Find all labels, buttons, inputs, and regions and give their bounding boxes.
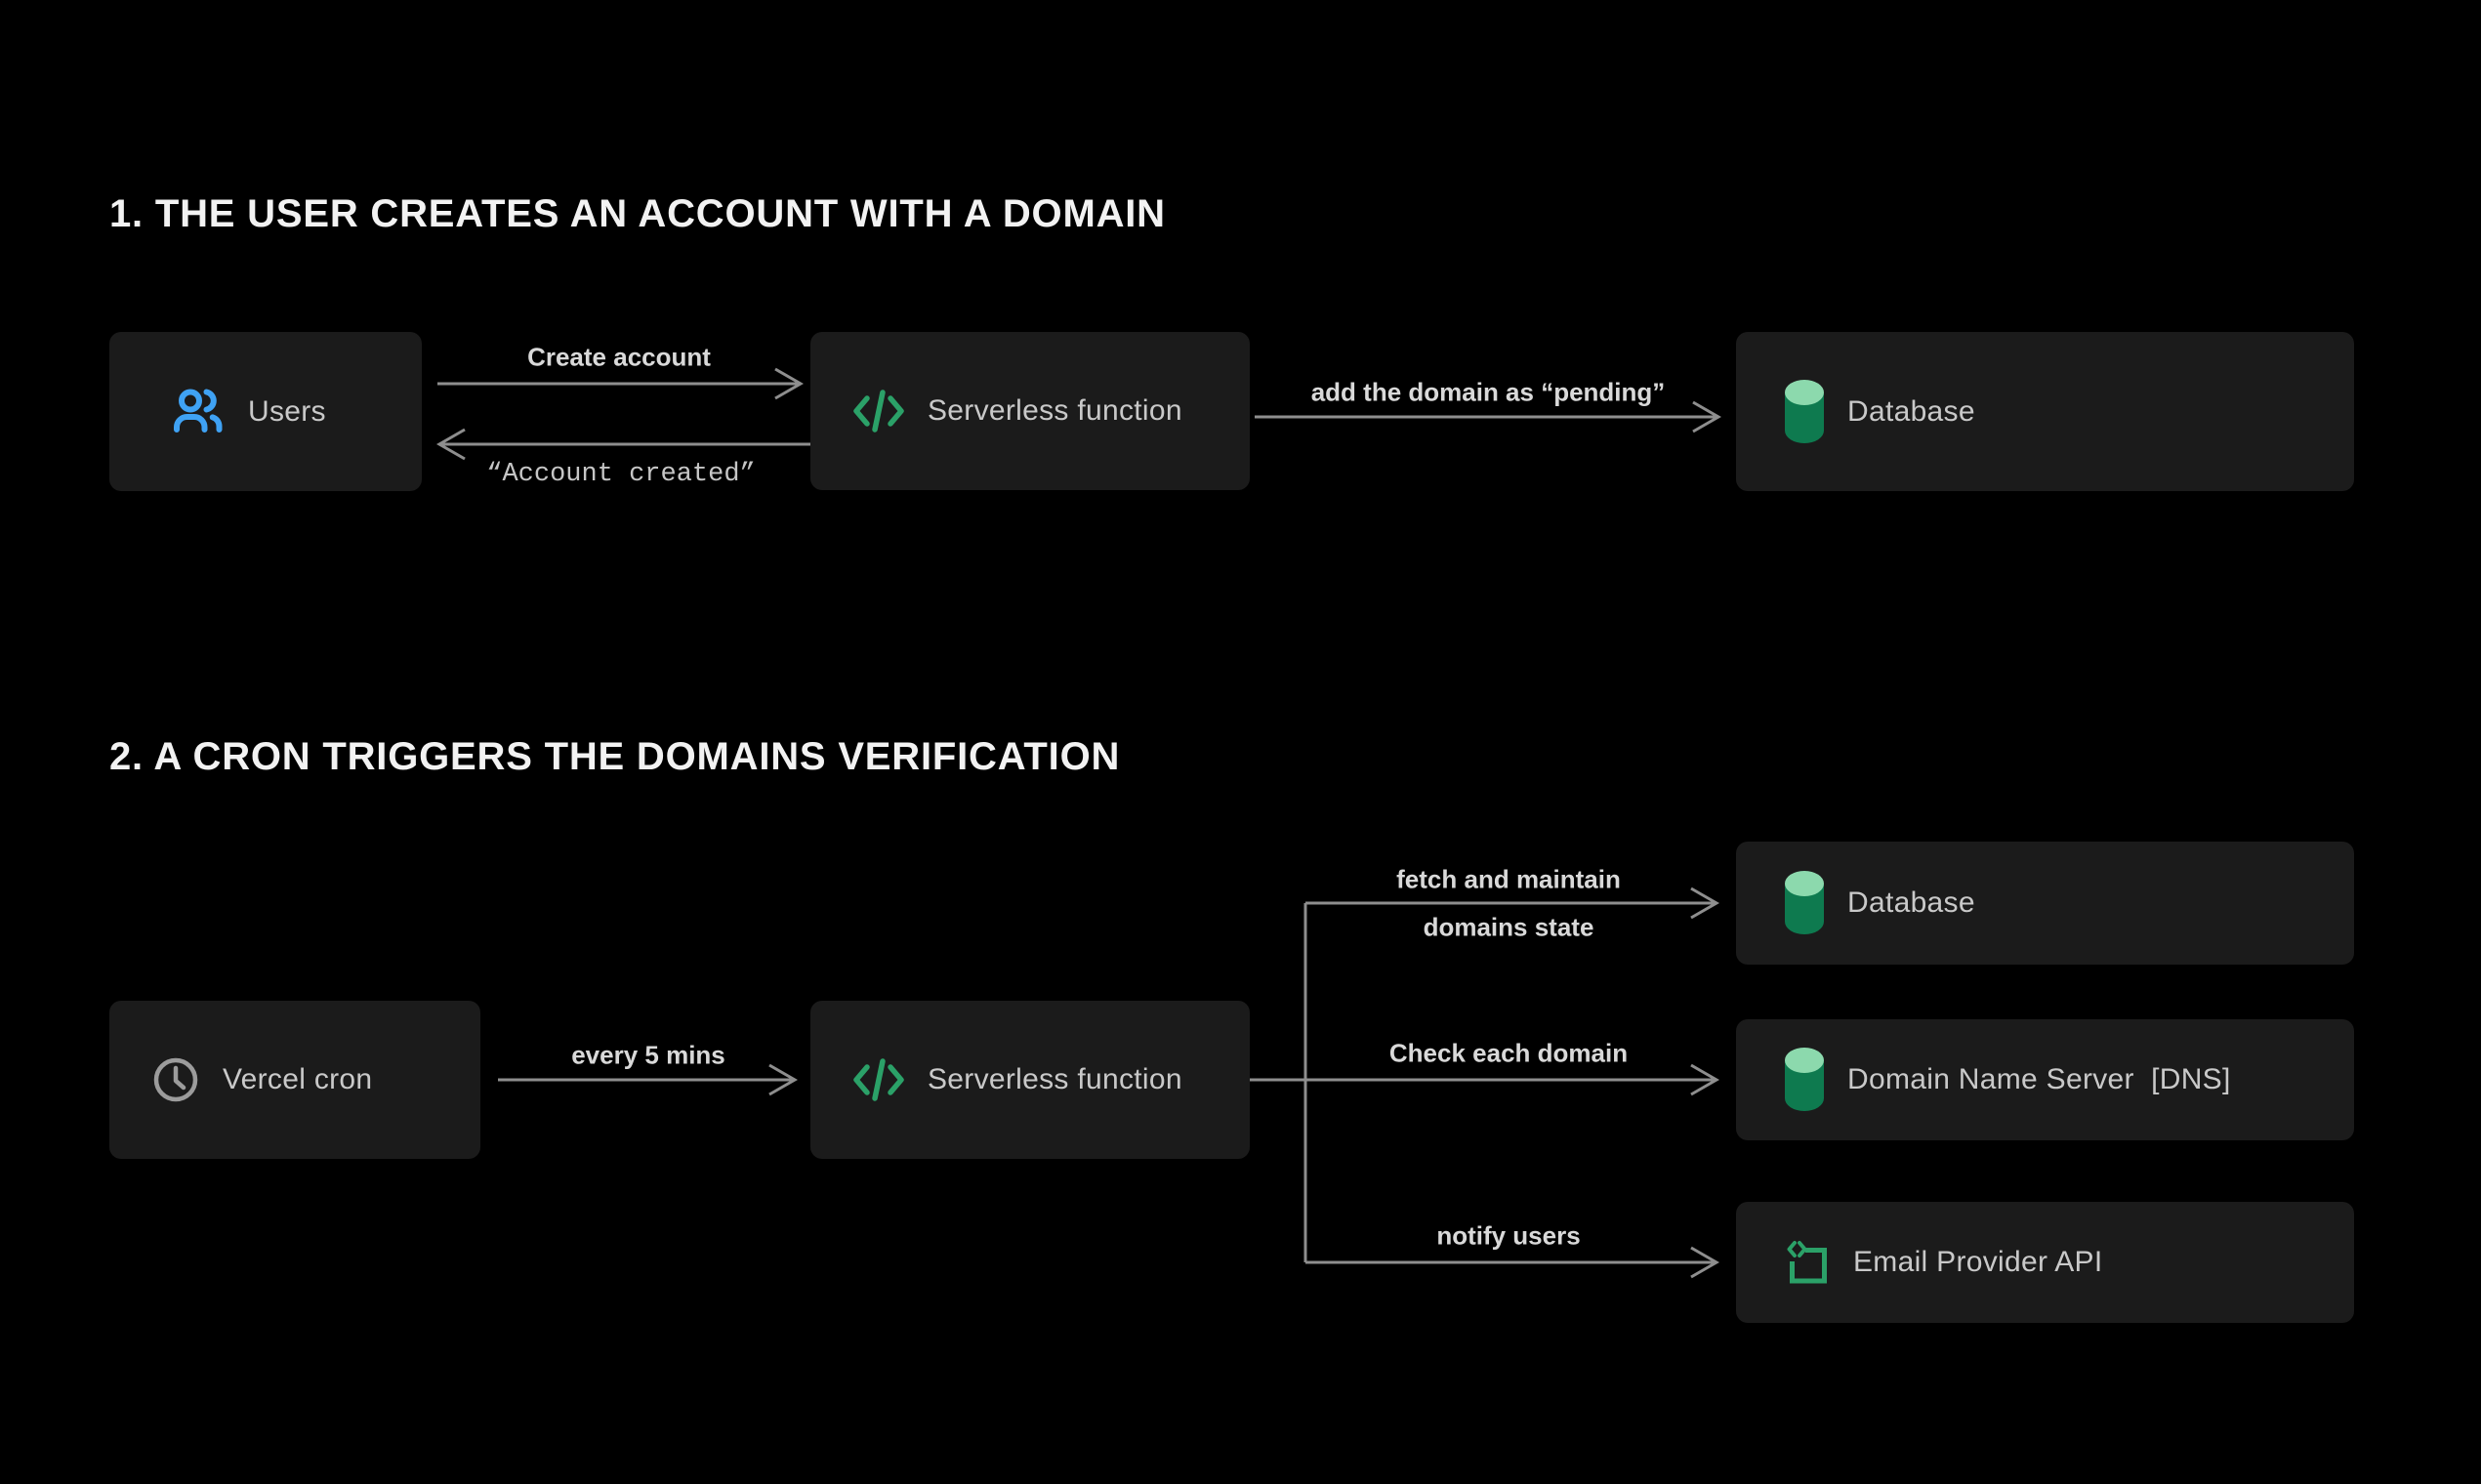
- node-label: Domain Name Server [DNS]: [1847, 1063, 2231, 1095]
- database-icon: [1785, 871, 1824, 935]
- node-serverless-function-1: Serverless function: [810, 332, 1250, 490]
- arrow-account-created: [435, 428, 812, 461]
- code-icon: [853, 1057, 904, 1102]
- node-label: Database: [1847, 886, 1975, 919]
- arrow-add-domain-pending: [1255, 400, 1722, 433]
- section2-title: 2. A CRON TRIGGERS THE DOMAINS VERIFICAT…: [109, 735, 1121, 778]
- arrow-check-domain: [1305, 1063, 1720, 1096]
- node-label: Serverless function: [928, 1063, 1182, 1095]
- edge-label-domains-state: domains state: [1423, 912, 1594, 942]
- code-icon: [853, 389, 904, 433]
- arrow-fetch-maintain: [1305, 886, 1720, 920]
- edge-label-add-domain-pending: add the domain as “pending”: [1310, 377, 1666, 407]
- node-vercel-cron: Vercel cron: [109, 1001, 480, 1159]
- arrow-create-account: [437, 367, 805, 400]
- edge-label-check-each-domain: Check each domain: [1388, 1038, 1629, 1068]
- email-api-icon: [1785, 1240, 1830, 1285]
- edge-label-create-account: Create account: [527, 342, 711, 372]
- edge-label-notify-users: notify users: [1436, 1220, 1581, 1251]
- section1-title: 1. THE USER CREATES AN ACCOUNT WITH A DO…: [109, 192, 1166, 235]
- node-label: Vercel cron: [223, 1063, 373, 1095]
- edge-label-account-created: “Account created”: [486, 460, 756, 489]
- database-icon: [1785, 379, 1824, 444]
- node-serverless-function-2: Serverless function: [810, 1001, 1250, 1159]
- arrow-notify-users: [1305, 1246, 1720, 1279]
- edge-label-every-5-mins: every 5 mins: [571, 1040, 725, 1070]
- node-database-1: Database: [1736, 332, 2354, 491]
- node-label: Email Provider API: [1853, 1246, 2103, 1278]
- arrow-every-5-mins: [498, 1063, 799, 1096]
- node-users: Users: [109, 332, 422, 491]
- node-label: Database: [1847, 394, 1975, 428]
- node-email-provider-api: Email Provider API: [1736, 1202, 2354, 1323]
- clock-icon: [152, 1056, 199, 1103]
- node-database-2: Database: [1736, 842, 2354, 965]
- edge-label-fetch-and-maintain: fetch and maintain: [1396, 864, 1621, 894]
- node-label: Users: [248, 394, 326, 428]
- users-icon: [170, 385, 225, 439]
- node-label: Serverless function: [928, 394, 1182, 427]
- database-icon: [1785, 1048, 1824, 1112]
- node-domain-name-server: Domain Name Server [DNS]: [1736, 1019, 2354, 1140]
